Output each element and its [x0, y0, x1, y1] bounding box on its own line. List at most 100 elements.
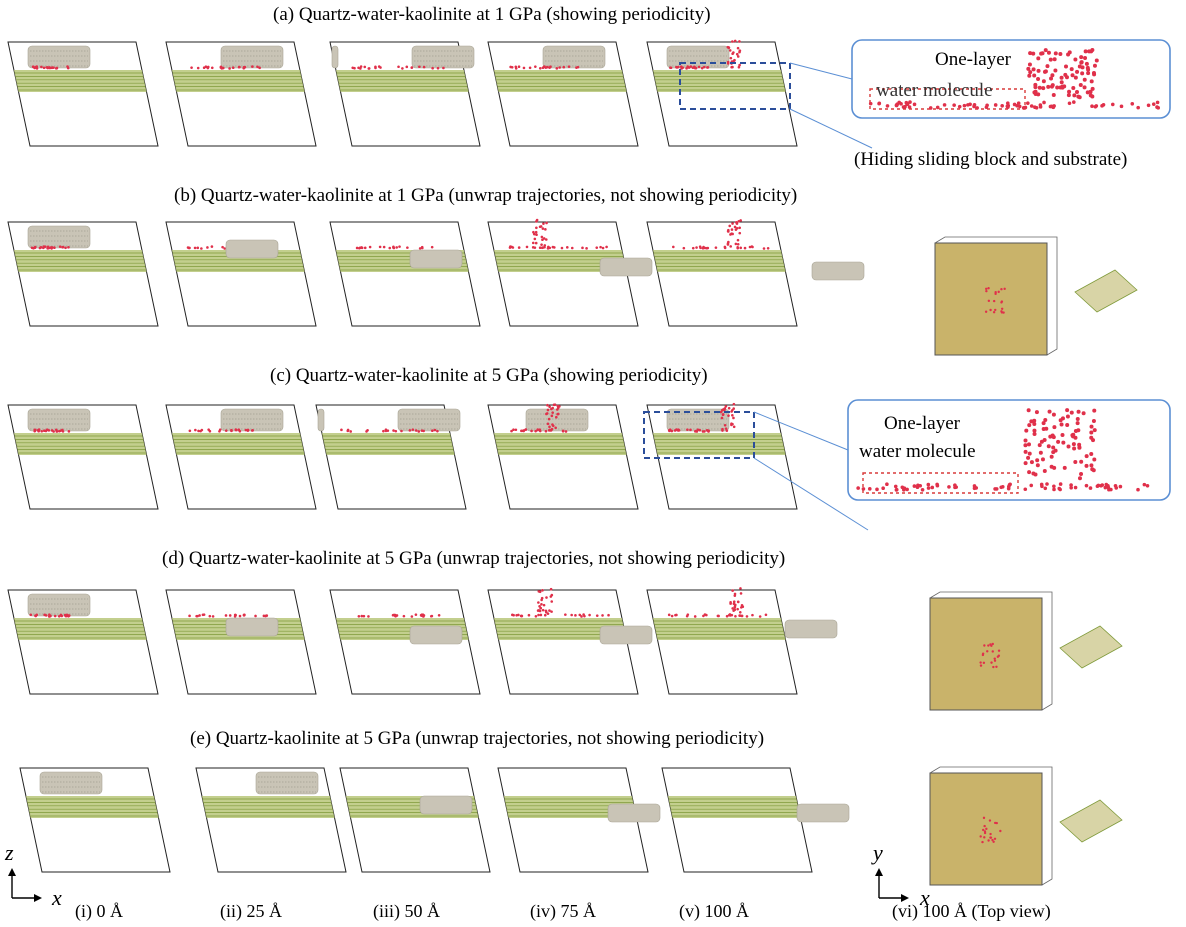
water-molecule — [1024, 428, 1029, 433]
water-molecule — [595, 614, 599, 617]
water-molecule — [64, 614, 68, 618]
water-molecule — [1103, 485, 1108, 490]
simulation-cell — [165, 404, 317, 510]
water-molecule — [549, 587, 553, 591]
water-molecule — [190, 66, 193, 69]
water-molecule — [1089, 452, 1094, 457]
water-molecule — [532, 230, 535, 234]
water-molecule — [193, 246, 197, 250]
water-molecule — [67, 245, 70, 249]
water-molecule — [1058, 418, 1063, 423]
water-molecule — [1092, 63, 1097, 68]
simulation-cell — [165, 221, 317, 327]
water-molecule — [731, 422, 734, 426]
water-molecule — [740, 606, 743, 609]
water-molecule — [905, 487, 909, 492]
water-molecule — [1040, 457, 1045, 462]
water-molecule — [42, 66, 46, 70]
water-molecule — [701, 430, 705, 433]
water-molecule — [211, 615, 215, 618]
water-molecule — [202, 613, 206, 616]
water-molecule — [31, 65, 35, 68]
water-molecule — [1063, 64, 1068, 69]
water-molecule — [952, 103, 956, 107]
water-molecule — [672, 245, 675, 249]
water-molecule — [725, 429, 729, 432]
water-molecule — [42, 245, 46, 248]
water-molecule — [957, 104, 962, 109]
water-molecule — [729, 56, 733, 60]
water-molecule — [542, 222, 545, 225]
water-molecule — [733, 39, 737, 43]
water-molecule — [200, 428, 204, 432]
water-molecule — [1058, 487, 1062, 492]
water-molecule — [1055, 85, 1060, 90]
simulation-cell — [195, 767, 347, 873]
water-molecule — [1032, 431, 1037, 436]
water-molecule — [246, 429, 250, 432]
water-molecule — [256, 65, 259, 69]
water-molecule — [1079, 472, 1084, 477]
water-molecule — [1026, 101, 1030, 105]
water-molecule — [942, 103, 947, 107]
water-molecule — [234, 428, 238, 432]
water-molecule — [544, 609, 548, 613]
water-molecule — [1042, 437, 1047, 442]
water-molecule — [979, 835, 982, 838]
water-molecule — [928, 106, 933, 110]
water-molecule — [1033, 85, 1038, 90]
water-molecule — [726, 60, 730, 64]
water-molecule — [1090, 104, 1094, 108]
water-molecule — [1083, 49, 1088, 54]
water-molecule — [418, 247, 422, 250]
panel-a-title: (a) Quartz-water-kaolinite at 1 GPa (sho… — [273, 4, 711, 25]
water-molecule — [912, 484, 917, 488]
water-molecule — [700, 66, 704, 70]
water-molecule — [538, 609, 542, 613]
water-molecule — [733, 225, 737, 229]
water-molecule — [1031, 471, 1036, 476]
water-molecule — [35, 613, 39, 617]
water-molecule — [997, 649, 1001, 652]
water-molecule — [989, 832, 992, 836]
water-molecule — [540, 596, 544, 600]
snapshot — [7, 221, 159, 327]
water-molecule — [430, 614, 434, 618]
simulation-cell — [497, 767, 649, 873]
water-molecule — [953, 483, 957, 487]
water-molecule — [540, 235, 544, 239]
water-molecule — [737, 65, 741, 69]
water-molecule — [220, 66, 224, 69]
water-molecule — [519, 614, 523, 618]
water-molecule — [725, 614, 729, 618]
water-molecule — [738, 231, 742, 235]
water-molecule — [1032, 418, 1037, 423]
water-molecule — [739, 587, 742, 590]
water-molecule — [705, 429, 709, 432]
water-molecule — [392, 429, 395, 432]
water-molecule — [528, 66, 532, 70]
water-molecule — [534, 241, 538, 245]
water-molecule — [401, 67, 404, 70]
water-molecule — [231, 66, 235, 69]
water-molecule — [903, 104, 907, 109]
water-molecule — [1083, 55, 1088, 60]
quartz-block-unwrapped — [409, 249, 463, 269]
water-molecule — [697, 65, 701, 69]
water-molecule — [50, 66, 54, 70]
water-molecule — [895, 102, 900, 107]
water-molecule — [547, 417, 551, 421]
water-molecule — [703, 246, 707, 250]
water-molecule — [935, 105, 940, 110]
water-molecule — [1050, 73, 1055, 78]
water-molecule — [861, 487, 866, 491]
water-molecule — [543, 613, 547, 617]
water-molecule — [548, 609, 551, 612]
water-molecule — [1072, 93, 1077, 98]
water-molecule — [1000, 310, 1003, 313]
water-molecule — [1061, 440, 1066, 445]
water-molecule — [532, 232, 536, 236]
water-molecule — [668, 428, 672, 431]
quartz-block — [666, 45, 730, 69]
water-molecule — [986, 650, 989, 653]
